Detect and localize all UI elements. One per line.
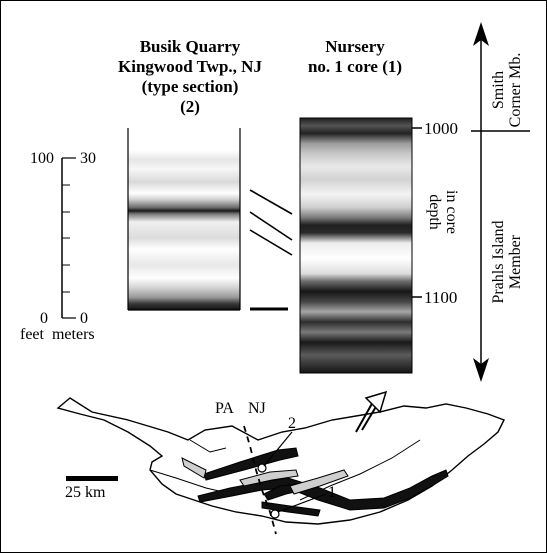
map-label-nj: NJ [248,400,266,417]
smith-label-line2: Corner Mb. [507,53,524,128]
nursery-column [299,117,413,374]
busik-title-line1: Busik Quarry [140,37,241,56]
smith-label-line1: Smith [490,71,507,109]
site-1-marker [270,509,280,519]
site-1-label: 1 [328,484,336,501]
map-scalebar-label: 25 km [65,484,106,501]
scale-feet-bottom: 0 [40,310,48,327]
outcrop-outlines [181,457,349,495]
site-2-label: 2 [288,415,296,432]
map-scalebar [66,476,118,481]
depth-label-line2: in core [443,190,460,234]
nursery-title: Nursery no. 1 core (1) [308,37,402,76]
members-arrow: Smith Corner Mb. Prahls Island Member [471,22,530,382]
busik-title-line3: (type section) [142,77,239,96]
correlation-lines [249,189,293,311]
thickness-scale: 100 30 0 0 feet meters [20,150,96,343]
busik-column [127,128,241,311]
depth-label-line1: depth [426,194,443,230]
scale-meters-top: 30 [80,150,96,167]
arrow-up-icon [473,22,489,46]
depth-tick-1100: 1100 [424,288,457,307]
scale-units: feet meters [20,326,95,343]
nursery-title-line2: no. 1 core (1) [308,57,402,76]
busik-title-line2: Kingwood Twp., NJ [118,57,262,76]
depth-scale: 1000 1100 depth in core [412,119,460,307]
nursery-title-line1: Nursery [325,37,385,56]
north-arrow-icon [355,390,388,433]
busik-title: Busik Quarry Kingwood Twp., NJ (type sec… [118,37,262,116]
prahls-label-line1: Prahls Island [490,220,507,303]
prahls-label-line2: Member [507,234,524,289]
scale-feet-top: 100 [30,150,54,167]
scale-meters-bottom: 0 [80,310,88,327]
depth-tick-1000: 1000 [424,119,458,138]
basin-map: PA NJ 2 1 25 km [56,390,505,535]
arrow-down-icon [473,358,489,382]
busik-title-line4: (2) [180,97,200,116]
map-label-pa: PA [215,400,234,417]
basin-outline [56,397,505,525]
outcrop-belts [197,447,449,517]
